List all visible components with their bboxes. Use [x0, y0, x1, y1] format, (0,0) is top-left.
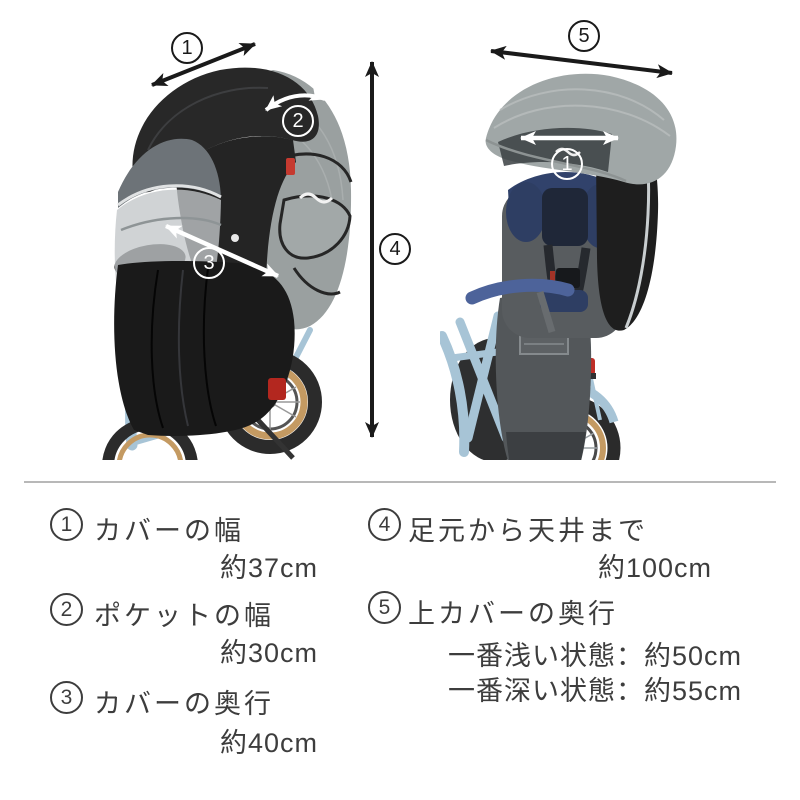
legend-number-1: 1 [50, 508, 83, 541]
headrest-left [506, 182, 546, 242]
rear-view-photo [102, 67, 353, 460]
armrest-bar [465, 278, 575, 305]
legend-number-4: 4 [368, 508, 401, 541]
red-tag [286, 158, 295, 175]
canopy [485, 73, 677, 331]
tail-reflector [268, 378, 286, 400]
badge-canopy-depth: 5 [568, 20, 600, 52]
legend-label-3: カバーの奥行 [94, 689, 274, 719]
legend-value-2: 約30cm [219, 638, 318, 668]
section-divider [24, 481, 776, 483]
side-view-photo [440, 73, 677, 460]
brand-logo [298, 192, 334, 204]
legend-label-5: 上カバーの奥行 [408, 599, 618, 629]
legend-number-2: 2 [50, 593, 83, 626]
badge-cover-width: 1 [171, 32, 203, 64]
legend-label-1: カバーの幅 [94, 516, 244, 546]
badge-seat-width: 1 [551, 148, 583, 180]
cover-pocket [278, 194, 352, 260]
legend-number-3: 3 [50, 681, 83, 714]
photos-section: 1 2 3 4 5 1 [102, 20, 677, 460]
badge-pocket-width: 2 [282, 105, 314, 137]
badge-total-height: 4 [379, 233, 411, 265]
legend-label-4: 足元から天井まで [408, 516, 648, 546]
snap-button [231, 234, 239, 242]
legend-value-3: 約40cm [219, 728, 318, 758]
kickstand [256, 418, 295, 460]
legend-value-1: 約37cm [219, 553, 318, 583]
legend-number-5: 5 [368, 591, 401, 624]
badge-cover-depth: 3 [193, 247, 225, 279]
legend-value-5-shallow: 一番浅い状態：約50cm [447, 641, 742, 671]
legend-value-4: 約100cm [597, 553, 712, 583]
legend-value-5-deep: 一番深い状態：約55cm [447, 676, 742, 706]
legend-label-2: ポケットの幅 [94, 601, 274, 631]
